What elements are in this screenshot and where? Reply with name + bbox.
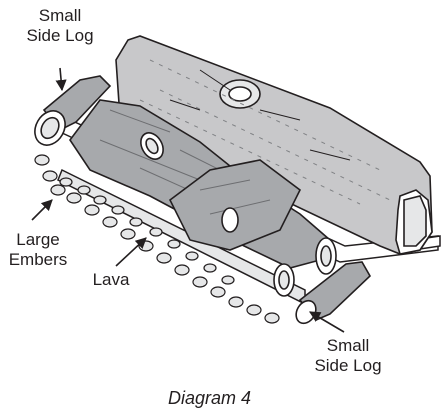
label-large-embers-line1: Large — [6, 230, 70, 250]
label-small-side-log-top-line2: Side Log — [8, 26, 112, 46]
label-lava: Lava — [84, 270, 138, 290]
diagram-caption: Diagram 4 — [168, 388, 251, 409]
label-small-side-log-top: Small Side Log — [8, 6, 112, 46]
label-small-side-log-top-line1: Small — [8, 6, 112, 26]
label-small-side-log-bottom-line1: Small — [296, 336, 400, 356]
arrow-lava — [116, 238, 146, 266]
arrow-large-embers — [32, 200, 52, 220]
label-large-embers-line2: Embers — [6, 250, 70, 270]
arrow-small-side-log-top — [60, 68, 62, 90]
label-small-side-log-bottom-line2: Side Log — [296, 356, 400, 376]
label-small-side-log-bottom: Small Side Log — [296, 336, 400, 376]
label-large-embers: Large Embers — [6, 230, 70, 270]
